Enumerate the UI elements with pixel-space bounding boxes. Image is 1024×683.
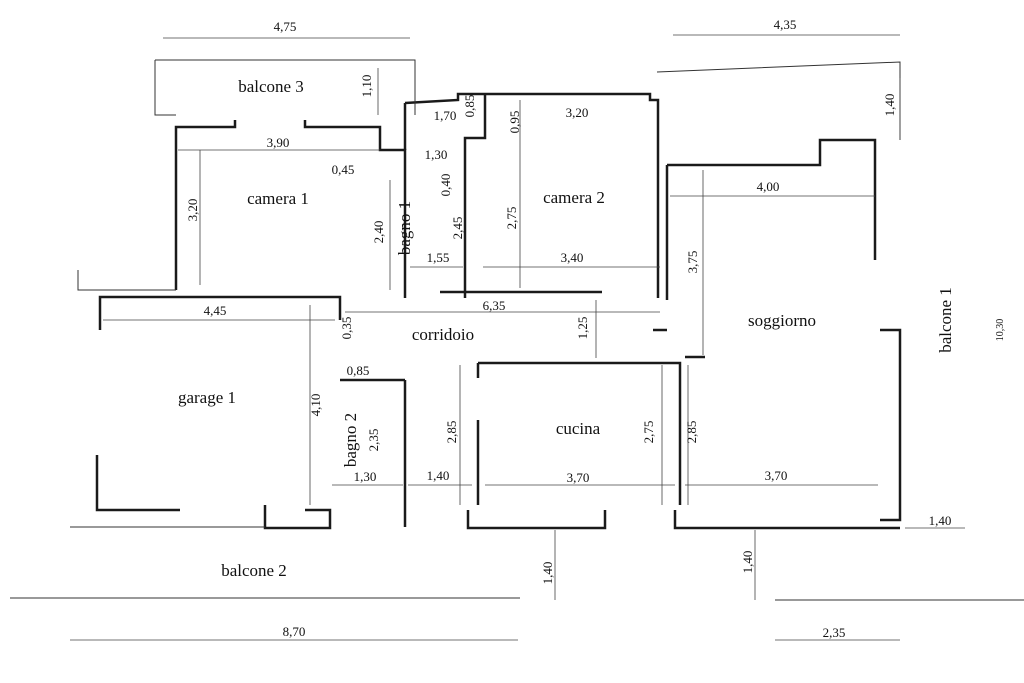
dim-label: 8,70 [283, 624, 306, 639]
dim-label: 4,10 [308, 394, 323, 417]
dim-label: 4,45 [204, 303, 227, 318]
dimension-labels: 4,75 4,35 1,10 1,40 1,70 0,85 0,95 3,20 … [185, 17, 1006, 640]
dim-label: 10,30 [995, 319, 1006, 342]
dim-label: 0,85 [347, 363, 370, 378]
dim-label: 2,35 [366, 429, 381, 452]
dim-label: 6,35 [483, 298, 506, 313]
room-label-balcone-2: balcone 2 [221, 561, 287, 580]
dim-label: 3,70 [765, 468, 788, 483]
room-label-garage-1: garage 1 [178, 388, 236, 407]
dim-label: 0,95 [507, 111, 522, 134]
dim-label: 2,85 [444, 421, 459, 444]
room-label-camera-1: camera 1 [247, 189, 309, 208]
dim-label: 3,40 [561, 250, 584, 265]
dim-label: 2,40 [371, 221, 386, 244]
room-label-balcone-1: balcone 1 [936, 287, 955, 353]
dimension-lines [70, 34, 965, 641]
room-label-bagno-1: bagno 1 [395, 201, 414, 255]
dim-label: 1,55 [427, 250, 450, 265]
room-labels: balcone 3 camera 1 camera 2 bagno 1 corr… [178, 77, 955, 580]
walls [10, 59, 1024, 601]
dim-label: 1,10 [359, 75, 374, 98]
dim-label: 2,45 [450, 217, 465, 240]
dim-label: 4,75 [274, 19, 297, 34]
dim-label: 4,35 [774, 17, 797, 32]
dim-label: 2,35 [823, 625, 846, 640]
dim-label: 1,40 [882, 94, 897, 117]
dim-label: 1,40 [929, 513, 952, 528]
room-label-corridoio: corridoio [412, 325, 474, 344]
room-label-balcone-3: balcone 3 [238, 77, 304, 96]
dim-label: 2,75 [641, 421, 656, 444]
dim-label: 3,70 [567, 470, 590, 485]
dim-label: 0,45 [332, 162, 355, 177]
dim-label: 3,90 [267, 135, 290, 150]
room-label-bagno-2: bagno 2 [341, 413, 360, 467]
room-label-camera-2: camera 2 [543, 188, 605, 207]
dim-label: 1,70 [434, 108, 457, 123]
dim-label: 1,30 [354, 469, 377, 484]
dim-label: 3,20 [566, 105, 589, 120]
dim-label: 0,35 [339, 317, 354, 340]
dim-label: 1,40 [427, 468, 450, 483]
dim-label: 2,75 [504, 207, 519, 230]
dim-label: 0,85 [462, 95, 477, 118]
room-label-cucina: cucina [556, 419, 601, 438]
dim-label: 2,85 [684, 421, 699, 444]
dim-label: 1,30 [425, 147, 448, 162]
dim-label: 0,40 [438, 174, 453, 197]
dim-label: 4,00 [757, 179, 780, 194]
room-label-soggiorno: soggiorno [748, 311, 816, 330]
dim-label: 3,75 [685, 251, 700, 274]
dim-label: 1,40 [540, 562, 555, 585]
dim-label: 1,40 [740, 551, 755, 574]
dim-label: 3,20 [185, 199, 200, 222]
dim-label: 1,25 [575, 317, 590, 340]
